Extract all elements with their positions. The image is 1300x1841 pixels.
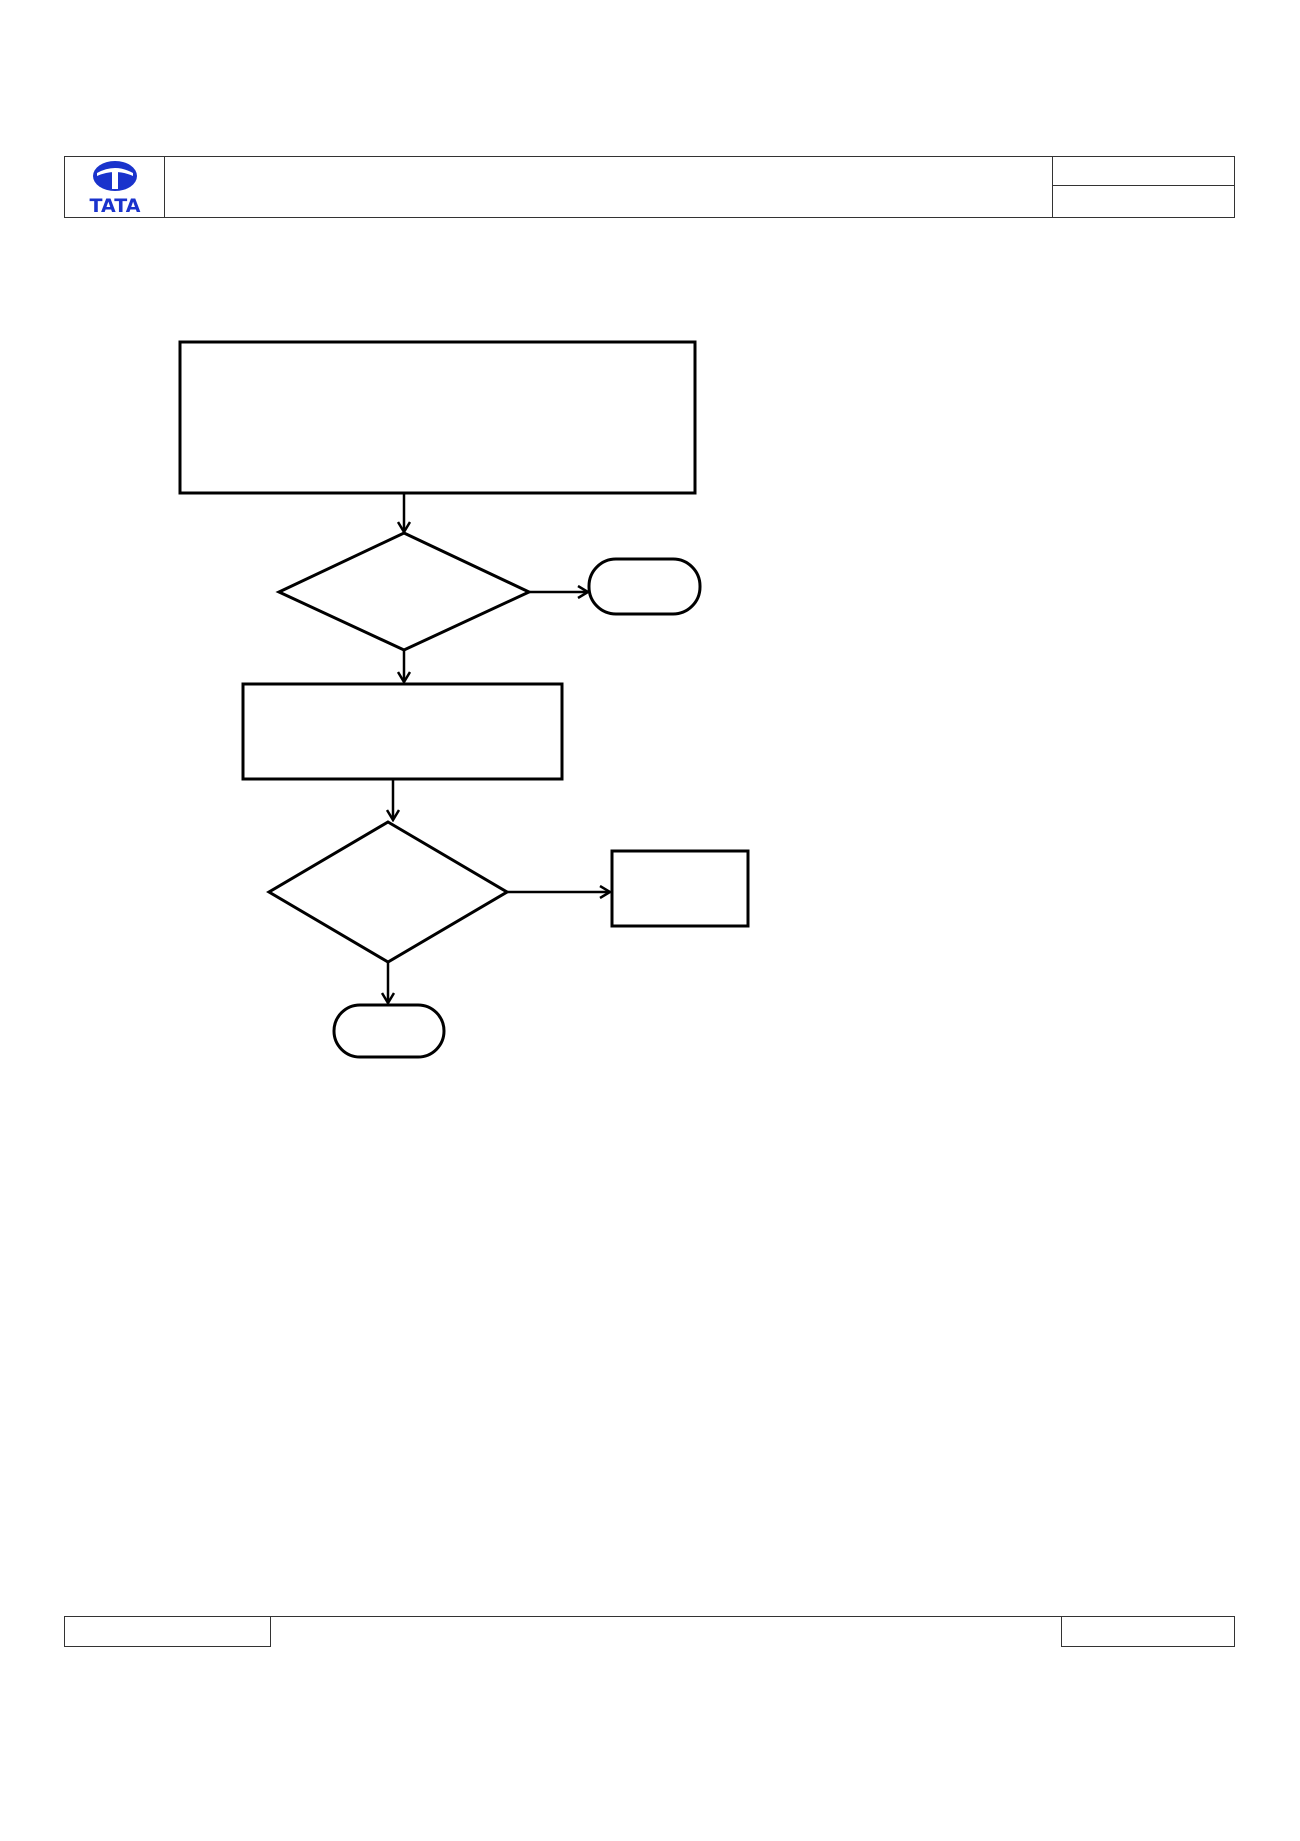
- header-title-cell: [165, 157, 1053, 217]
- footer-rule: [271, 1616, 1061, 1617]
- process-box-1: [178, 340, 697, 495]
- document-header: TATA: [64, 156, 1235, 218]
- footer-right-cell: [1061, 1616, 1235, 1647]
- logo-cell: TATA: [65, 157, 165, 217]
- terminal-2: [332, 1003, 446, 1059]
- footer-left-cell: [64, 1616, 271, 1647]
- header-meta-top: [1053, 157, 1234, 186]
- logo-text: TATA: [89, 195, 141, 217]
- process-box-2: [241, 682, 564, 781]
- process-box-3: [610, 849, 750, 928]
- tata-logo-icon: [93, 161, 137, 191]
- decision-diamond-1: [275, 531, 533, 652]
- terminal-1: [587, 557, 702, 616]
- decision-diamond-2: [266, 820, 510, 964]
